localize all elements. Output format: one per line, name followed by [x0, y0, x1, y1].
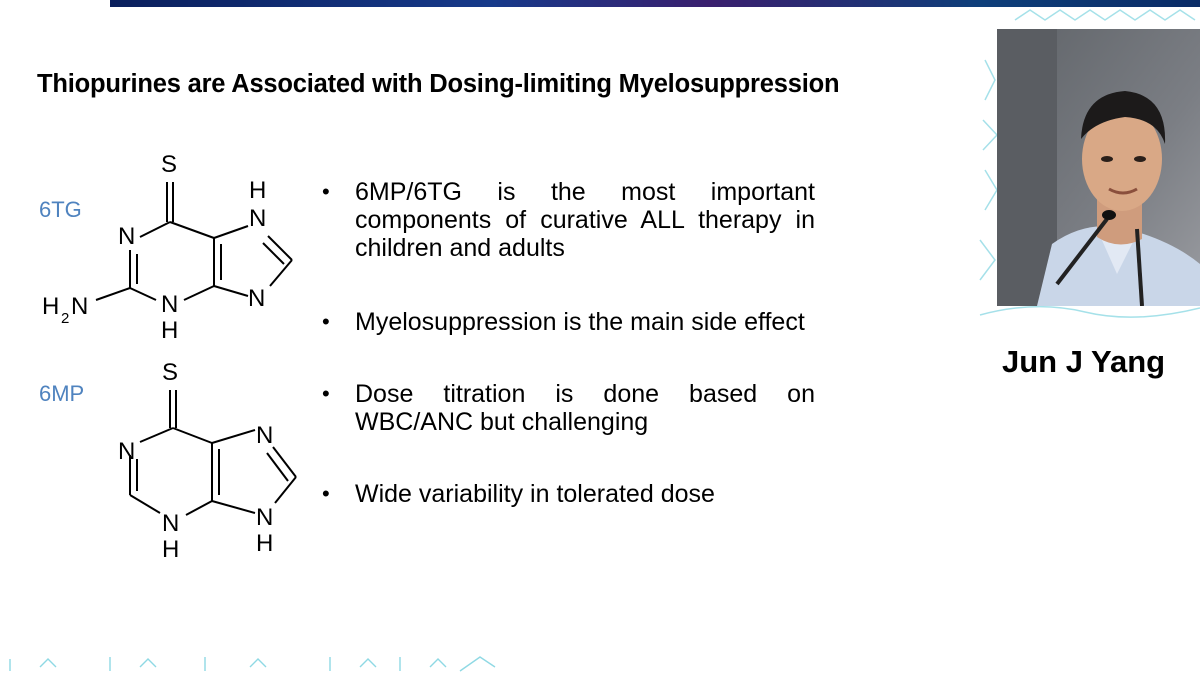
bullet-item: • 6MP/6TG is the most important componen… [320, 178, 815, 262]
bullet-dot: • [322, 481, 330, 506]
atom-n: N [71, 293, 88, 320]
atom-s: S [161, 151, 177, 178]
atom-n: N [161, 291, 178, 318]
bullet-list: • 6MP/6TG is the most important componen… [320, 178, 815, 508]
atom-n: N [256, 504, 273, 531]
atom-n: N [118, 223, 135, 250]
atom-h: H [162, 536, 179, 563]
atom-h: H [161, 317, 178, 344]
atom-h: H [256, 530, 273, 557]
molecule-label-6mp: 6MP [39, 381, 85, 406]
speaker-name: Jun J Yang [1002, 344, 1166, 379]
molecule-6mp-structure [129, 390, 297, 516]
speaker-video [997, 29, 1200, 306]
bullet-item: • Dose titration is done based on WBC/AN… [320, 380, 815, 436]
bullet-item: • Myelosuppression is the main side effe… [320, 308, 815, 336]
atom-h: H [42, 293, 59, 320]
atom-n: N [249, 205, 266, 232]
atom-s: S [162, 359, 178, 386]
decorative-network-lines [979, 9, 1200, 318]
atom-n: N [162, 510, 179, 537]
decorative-bottom-pattern [9, 656, 496, 672]
bullet-item: • Wide variability in tolerated dose [320, 480, 815, 508]
bullet-text: Dose titration is done based on WBC/ANC … [355, 380, 815, 436]
molecule-6tg-structure: S N H N N H 2 N N H [42, 151, 293, 344]
bullet-text: Myelosuppression is the main side effect [355, 308, 805, 336]
slide-title: Thiopurines are Associated with Dosing-l… [37, 70, 840, 98]
bullet-dot: • [322, 309, 330, 334]
top-banner-strip [110, 0, 1200, 7]
bullet-text: 6MP/6TG is the most important components… [355, 178, 815, 262]
speaker-portrait [997, 29, 1200, 306]
bullet-dot: • [322, 381, 330, 406]
atom-n: N [118, 438, 135, 465]
molecule-label-6tg: 6TG [39, 197, 82, 222]
bullet-text: Wide variability in tolerated dose [355, 480, 715, 508]
atom-subscript: 2 [61, 310, 69, 327]
atom-n: N [248, 285, 265, 312]
atom-n: N [256, 422, 273, 449]
bullet-dot: • [322, 179, 330, 204]
atom-h: H [249, 177, 266, 204]
